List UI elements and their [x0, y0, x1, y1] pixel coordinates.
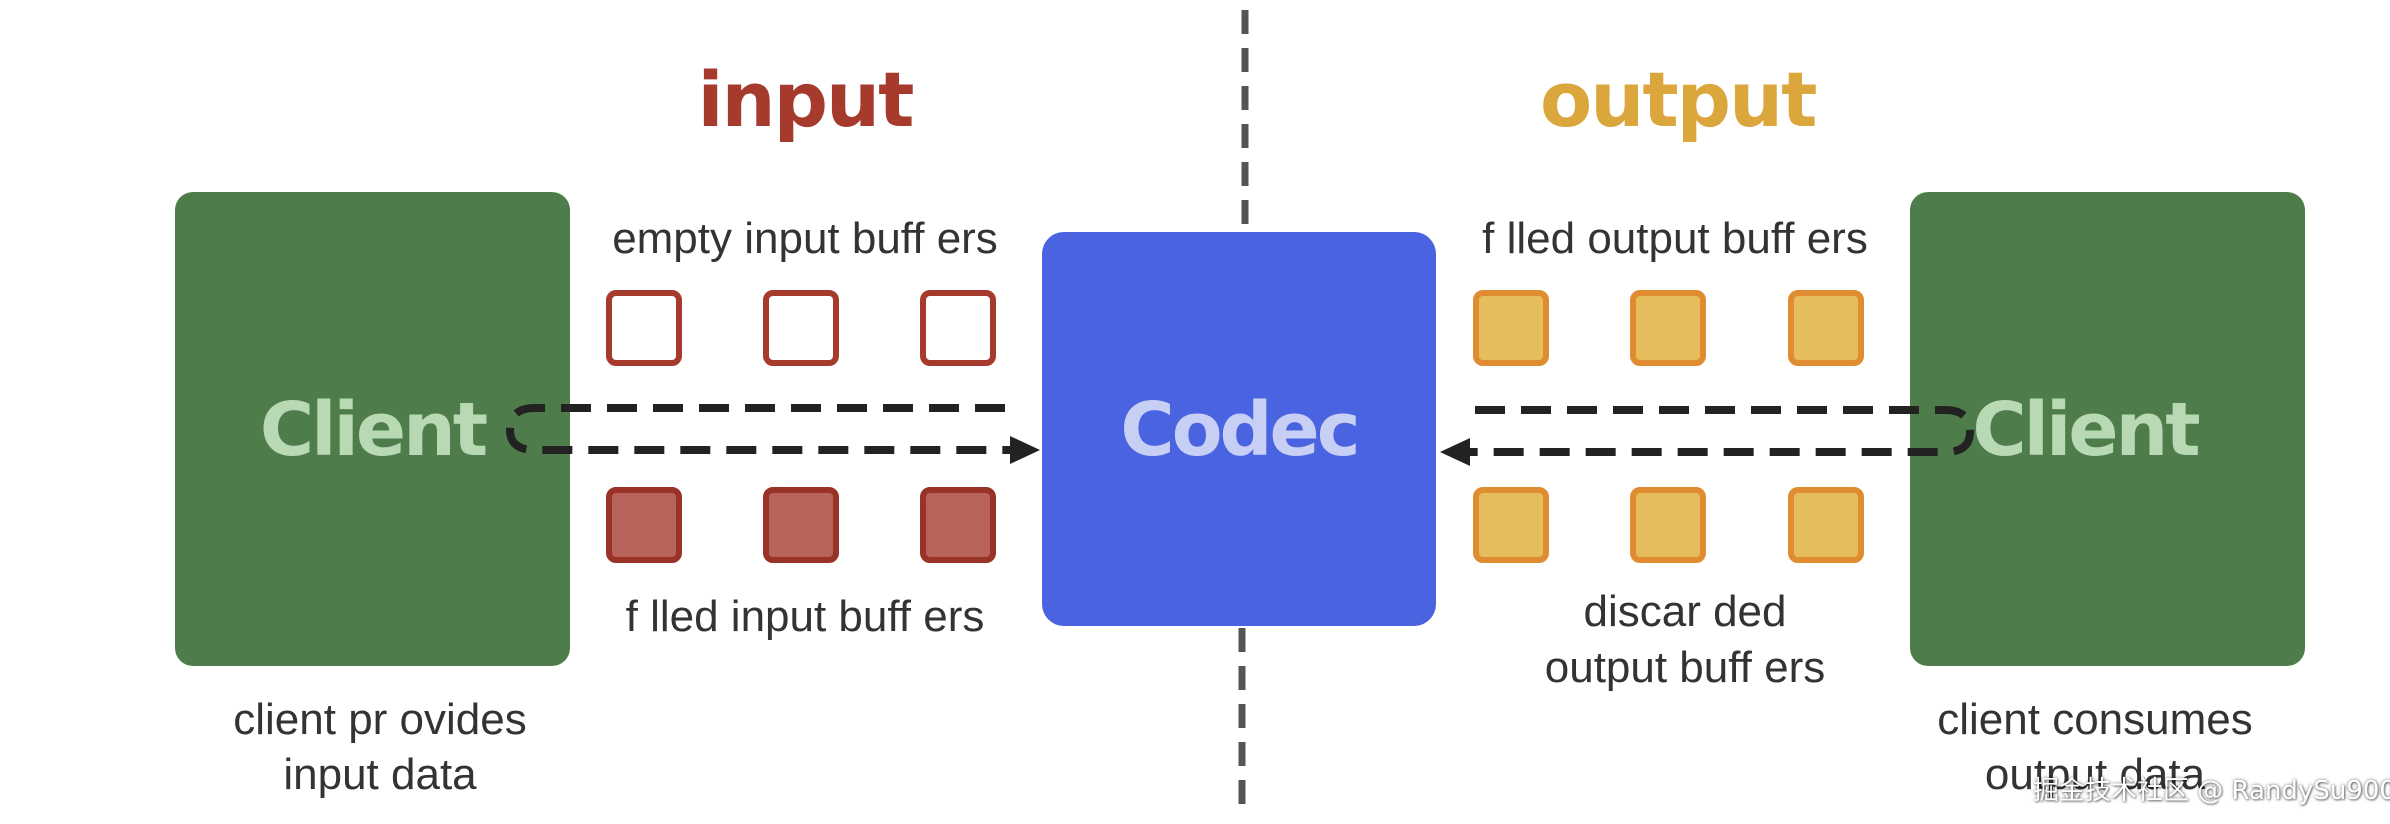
input-heading: input: [697, 55, 915, 144]
codec-box: Codec: [1042, 232, 1436, 626]
discarded-caption-line2: output buff ers: [1544, 643, 1826, 692]
empty-input-buffer: [763, 290, 839, 366]
output-heading: output: [1540, 55, 1818, 144]
discarded-output-buffer: [1630, 487, 1706, 563]
output-flow-arrow: [1465, 406, 1975, 456]
empty-input-buffer: [606, 290, 682, 366]
client-provides-caption-line2: input data: [283, 750, 477, 799]
filled-input-buffer: [606, 487, 682, 563]
discarded-caption-line1: discar ded: [1583, 587, 1787, 636]
filled-input-buffer: [763, 487, 839, 563]
filled-output-buffer: [1630, 290, 1706, 366]
filled-input-buffer: [920, 487, 996, 563]
filled-input-buffers-caption: f lled input buff ers: [625, 592, 985, 641]
filled-output-buffers-caption: f lled output buff ers: [1482, 214, 1868, 263]
watermark: 掘金技术社区 @ RandySu900: [2033, 776, 2390, 806]
discarded-output-buffer: [1473, 487, 1549, 563]
input-flow-arrow: [505, 404, 1015, 454]
client-provides-caption-line1: client pr ovides: [233, 695, 527, 744]
client-label-left: Client: [259, 387, 488, 473]
client-consumes-caption-line2: output data: [1984, 750, 2206, 799]
filled-output-buffer: [1788, 290, 1864, 366]
input-arrowhead: [1010, 436, 1040, 464]
client-label-right: Client: [1972, 387, 2200, 473]
empty-input-buffers-caption: empty input buff ers: [612, 214, 998, 263]
output-arrowhead: [1440, 438, 1470, 466]
codec-label: Codec: [1120, 387, 1360, 473]
client-consumes-caption-line1: client consumes: [1937, 695, 2253, 744]
filled-output-buffer: [1473, 290, 1549, 366]
empty-input-buffer: [920, 290, 996, 366]
client-box-left: Client: [175, 192, 570, 666]
discarded-output-buffer: [1788, 487, 1864, 563]
client-box-right: Client: [1910, 192, 2305, 666]
